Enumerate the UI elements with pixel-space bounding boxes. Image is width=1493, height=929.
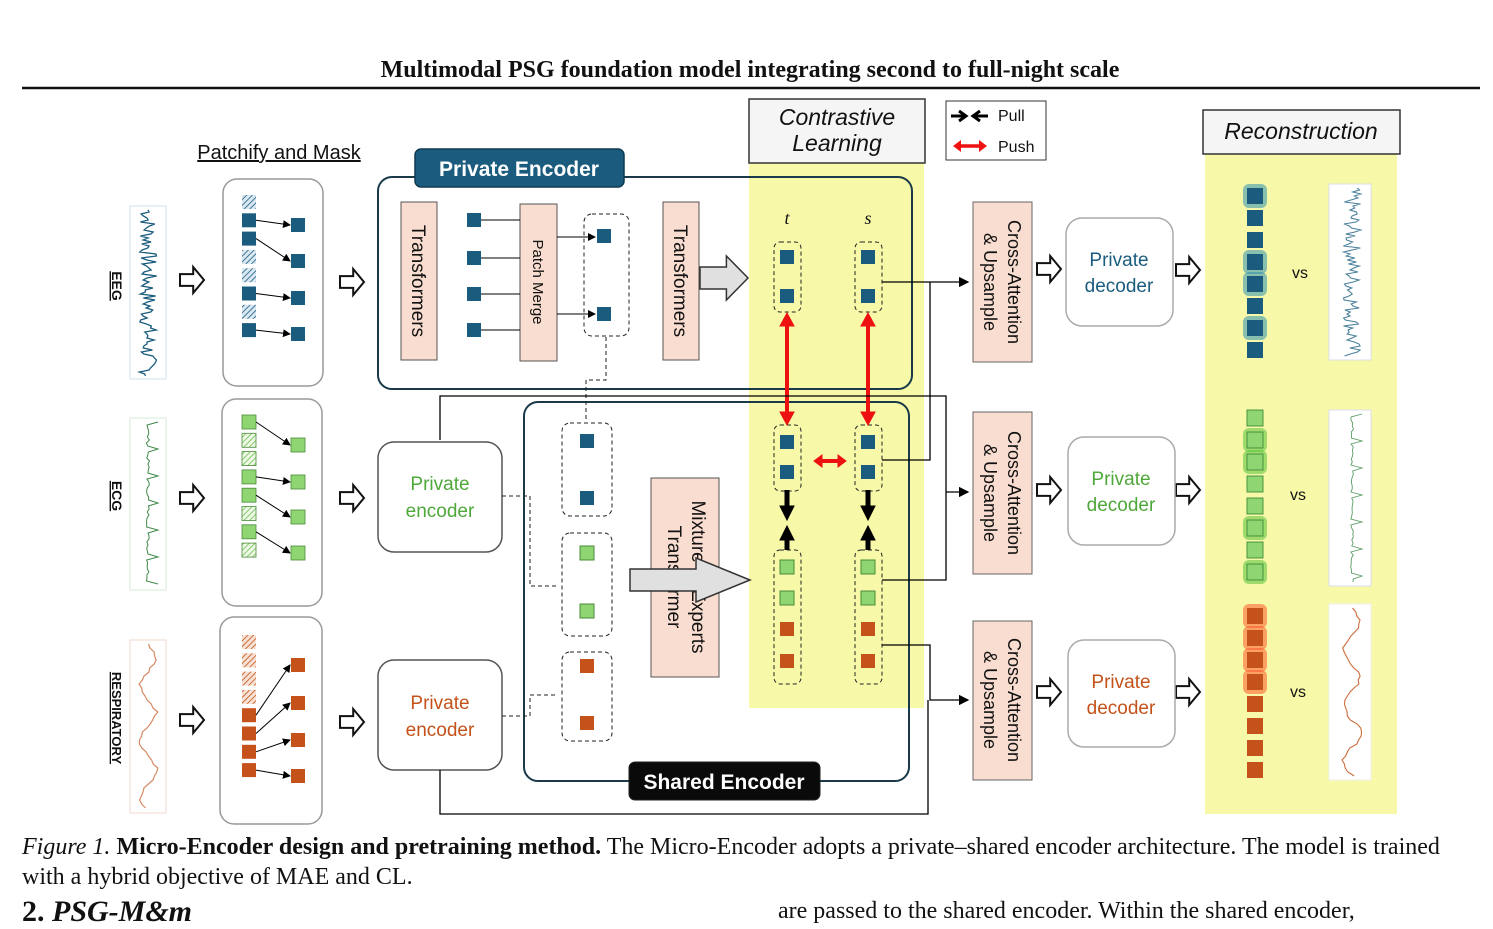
- transformers-block-1: [400, 201, 438, 361]
- cross-attn-resp-line2: & Upsample: [980, 651, 1000, 749]
- transformers-block-2-label: Transformers: [669, 225, 690, 337]
- eeg-label: EEG: [109, 271, 125, 301]
- resp-decoder-line2: decoder: [1087, 698, 1156, 719]
- ecg-decoder-line2: decoder: [1087, 495, 1156, 516]
- ecg-private-decoder: [1067, 436, 1176, 546]
- ecg-target-signal: [1328, 409, 1372, 587]
- ecg-patch-box: [221, 398, 323, 607]
- push-icon: [953, 140, 987, 152]
- section-number: 2.: [22, 895, 45, 928]
- resp-decoder-line1: Private: [1091, 672, 1150, 693]
- figure-title: Multimodal PSG foundation model integrat…: [381, 57, 1120, 83]
- flow-arrows: [179, 253, 1202, 738]
- reconstruction-tokens: [1243, 184, 1267, 778]
- ecg-private-encoder: [377, 441, 503, 553]
- resp-signal: [129, 639, 167, 814]
- patch-tokens: [241, 195, 306, 783]
- shared-encoder-header: [628, 761, 821, 801]
- private-encoder-header: [414, 148, 625, 188]
- s-label: s: [864, 208, 871, 228]
- eeg-private-decoder: [1065, 217, 1174, 327]
- resp-target-signal: [1328, 603, 1372, 781]
- cross-attention-blocks: [972, 201, 1033, 781]
- cross-attn-resp-line1: Cross-Attention: [1004, 638, 1024, 762]
- resp-private-encoder-line2: encoder: [406, 720, 475, 741]
- patchify-label: Patchify and Mask: [197, 142, 361, 164]
- vs-ecg: vs: [1290, 487, 1306, 504]
- patch-merge-block: [519, 203, 558, 362]
- contrastive-label-box: [748, 98, 926, 164]
- ecg-private-encoder-line1: Private: [410, 474, 469, 495]
- ecg-signal: [129, 417, 167, 591]
- private-encoder-title: Private Encoder: [439, 158, 599, 181]
- contrastive-label-line1: Contrastive: [779, 104, 895, 130]
- caption-label: Figure 1.: [22, 834, 111, 860]
- ecg-private-encoder-line2: encoder: [406, 501, 475, 522]
- transformers-block-1-label: Transformers: [407, 225, 428, 337]
- cross-attn-ecg-line1: Cross-Attention: [1004, 431, 1024, 555]
- t-label: t: [784, 208, 790, 228]
- body-text-fragment: are passed to the shared encoder. Within…: [778, 898, 1355, 924]
- ecg-decoder-line1: Private: [1091, 469, 1150, 490]
- transformers-block-2: [662, 201, 700, 361]
- shared-encoder-title: Shared Encoder: [643, 771, 804, 794]
- push-arrows: [779, 311, 876, 468]
- eeg-decoder-line2: decoder: [1085, 276, 1154, 297]
- patch-merge-label: Patch Merge: [529, 239, 546, 324]
- vs-eeg: vs: [1292, 265, 1308, 282]
- legend-push: Push: [998, 139, 1034, 156]
- contrastive-label-line2: Learning: [792, 130, 882, 156]
- figure-caption: Figure 1. Micro-Encoder design and pretr…: [22, 832, 1482, 892]
- figure-diagram: Multimodal PSG foundation model integrat…: [22, 57, 1480, 825]
- vs-resp: vs: [1290, 684, 1306, 701]
- cross-attn-eeg-line2: & Upsample: [980, 233, 1000, 331]
- section-heading: 2. PSG-M&m: [22, 895, 192, 929]
- reconstruction-label-box: [1202, 109, 1401, 155]
- resp-private-decoder: [1067, 639, 1176, 748]
- cross-attn-eeg-line1: Cross-Attention: [1004, 220, 1024, 344]
- resp-private-encoder: [377, 659, 503, 771]
- resp-label: RESPIRATORY: [109, 672, 124, 765]
- section-title: PSG-M&m: [52, 895, 193, 928]
- dashed-connectors: [502, 337, 607, 717]
- reconstruction-label: Reconstruction: [1224, 118, 1377, 144]
- cross-attn-ecg-line2: & Upsample: [980, 444, 1000, 542]
- legend-box: [945, 100, 1047, 161]
- private-encoder-tokens: [467, 213, 630, 337]
- contrastive-tokens: [773, 241, 883, 685]
- eeg-decoder-line1: Private: [1089, 250, 1148, 271]
- caption-title: Micro-Encoder design and pretraining met…: [116, 834, 602, 860]
- private-encoder-frame: [377, 176, 913, 390]
- legend-pull: Pull: [998, 108, 1025, 125]
- ecg-label: ECG: [109, 481, 125, 511]
- eeg-signal: [129, 205, 167, 380]
- caption-text: The Micro-Encoder adopts a private–share…: [22, 834, 1440, 890]
- skip-connectors: [439, 276, 970, 815]
- shared-encoder-inputs: [561, 422, 613, 742]
- pull-arrows: [779, 490, 876, 550]
- eeg-patch-box: [222, 178, 324, 387]
- eeg-target-signal: [1328, 183, 1372, 361]
- pull-icon: [951, 109, 988, 123]
- contrastive-highlight: [749, 162, 924, 708]
- resp-private-encoder-line1: Private: [410, 693, 469, 714]
